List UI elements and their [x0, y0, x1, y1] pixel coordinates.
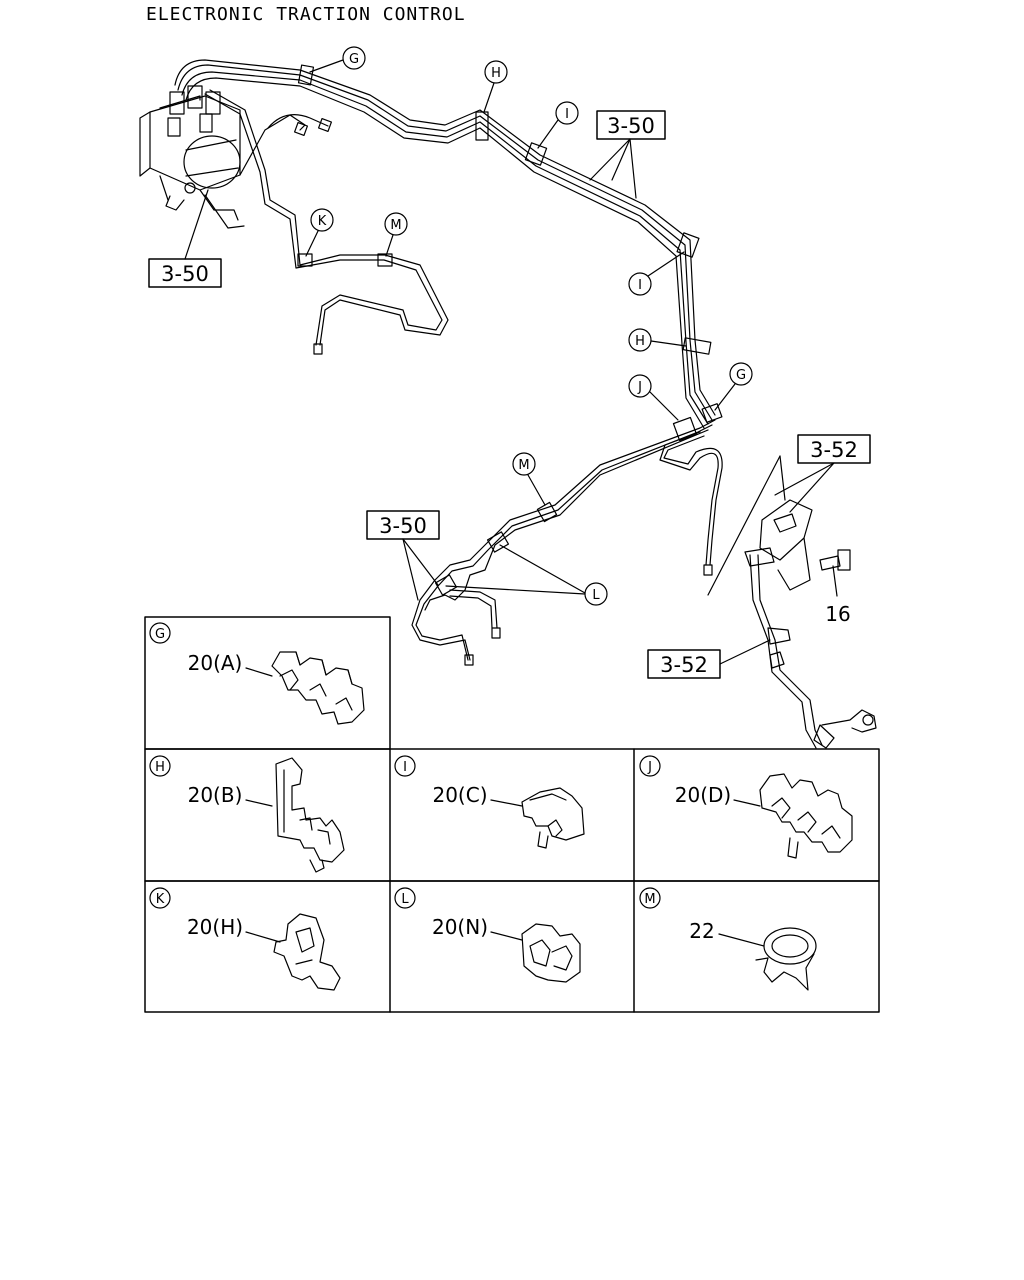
callout-circles — [305, 46, 753, 606]
detail-h: H 20(B) — [149, 755, 345, 873]
ref-box-left — [148, 189, 222, 288]
callout-m-lower: M — [518, 458, 529, 473]
detail-j: J 20(D) — [639, 755, 853, 859]
detail-j-part: 20(D) — [675, 783, 731, 807]
ref-box-right — [707, 434, 871, 596]
brake-line-bundle-upper — [174, 59, 716, 429]
ref-box-upper-right — [589, 110, 666, 199]
leader-16 — [832, 565, 838, 597]
detail-i-key: I — [403, 760, 407, 775]
callout-i-upper: I — [565, 107, 569, 122]
detail-h-key: H — [155, 760, 165, 775]
ref-label-3-50-upper-right: 3-50 — [607, 114, 655, 138]
clip-20c-icon — [521, 787, 585, 849]
detail-m: M 22 — [639, 887, 817, 991]
callout-m-upper: M — [390, 218, 401, 233]
detail-l: L 20(N) — [394, 887, 581, 983]
rear-hose-bracket — [744, 499, 877, 749]
ref-label-3-50-middle: 3-50 — [379, 514, 427, 538]
detail-k-key: K — [156, 892, 165, 907]
detail-h-part: 20(B) — [188, 783, 243, 807]
detail-m-key: M — [644, 892, 655, 907]
clip-20n-icon — [521, 923, 581, 983]
ref-box-lower-right — [647, 639, 771, 679]
detail-g: G 20(A) — [149, 622, 365, 725]
brake-line-bundle-lower — [411, 419, 723, 666]
detail-i: I 20(C) — [394, 755, 585, 849]
diagram-title: ELECTRONIC TRACTION CONTROL — [146, 4, 466, 25]
line-clips — [297, 64, 723, 596]
callout-k: K — [318, 214, 327, 229]
callout-g-upper: G — [349, 52, 359, 67]
clip-20d-icon — [759, 773, 853, 859]
ref-box-middle — [366, 510, 440, 601]
detail-j-key: J — [647, 760, 652, 775]
callout-h-upper: H — [491, 66, 501, 81]
part-label-16: 16 — [825, 602, 850, 626]
ref-label-3-52-lower-right: 3-52 — [660, 653, 708, 677]
detail-l-part: 20(N) — [432, 915, 488, 939]
callout-l: L — [592, 588, 600, 603]
detail-i-part: 20(C) — [432, 783, 487, 807]
clip-22-icon — [755, 927, 817, 991]
clip-20a-icon — [271, 651, 365, 725]
ref-label-3-52-right: 3-52 — [810, 438, 858, 462]
detail-grid — [144, 616, 880, 1013]
callout-g-lower: G — [736, 368, 746, 383]
ref-label-3-50-left: 3-50 — [161, 262, 209, 286]
detail-g-key: G — [155, 627, 165, 642]
clip-20b-icon — [275, 757, 345, 873]
detail-k: K 20(H) — [149, 887, 341, 991]
detail-l-key: L — [401, 892, 409, 907]
detail-m-part: 22 — [689, 919, 714, 943]
detail-k-part: 20(H) — [187, 915, 243, 939]
callout-i-lower: I — [638, 278, 642, 293]
callout-j: J — [637, 380, 642, 395]
detail-g-part: 20(A) — [188, 651, 243, 675]
clip-20h-icon — [273, 913, 341, 991]
callout-h-lower: H — [635, 334, 645, 349]
